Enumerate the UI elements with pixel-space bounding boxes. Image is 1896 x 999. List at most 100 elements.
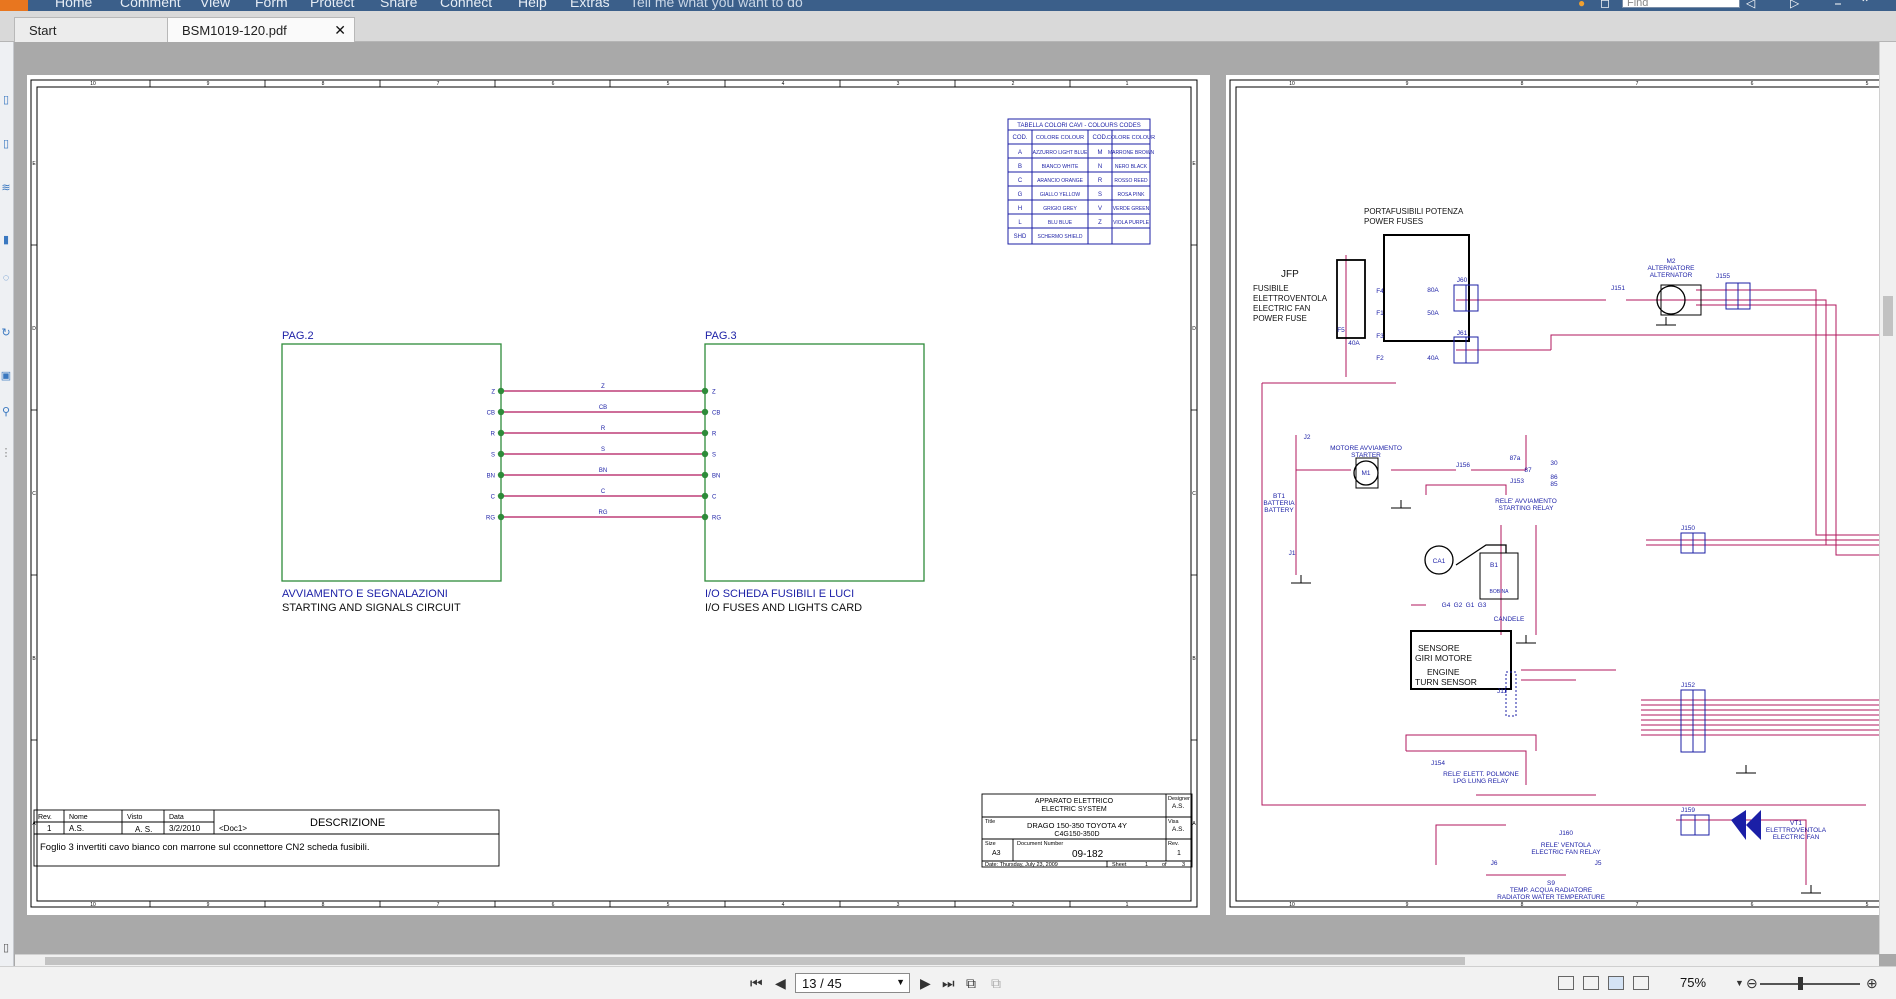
zoom-in-icon[interactable]: ⊕ — [1866, 975, 1878, 991]
last-page-icon[interactable]: ⏭ — [942, 975, 955, 991]
chevron-down-icon[interactable]: ▼ — [896, 977, 905, 987]
alternator-en: ALTERNATOR — [1650, 272, 1693, 279]
colour-cell: SCHERMO SHIELD — [1037, 234, 1082, 240]
connector-j152: J152 — [1681, 682, 1695, 689]
candele-label: CANDELE — [1494, 616, 1525, 623]
horizontal-scrollbar[interactable] — [15, 954, 1879, 966]
ruler-bottom-9: 9 — [207, 902, 210, 908]
fan-fuse-line2: ELETTROVENTOLA — [1253, 294, 1328, 303]
zoom-out-icon[interactable]: ⊖ — [1746, 975, 1758, 991]
file-menu-button[interactable] — [0, 0, 28, 11]
colour-cell: ROSA PINK — [1118, 192, 1146, 198]
previous-view-icon[interactable]: ⧉ — [966, 975, 976, 991]
zoom-slider-handle[interactable] — [1798, 977, 1803, 990]
ribbon-pin-icon[interactable]: ⎯ — [1835, 0, 1842, 10]
menu-view[interactable]: View — [200, 0, 231, 10]
zoom-level[interactable]: 75% — [1680, 975, 1707, 990]
colour-header-colour-1: COLORE COLOUR — [1036, 135, 1084, 141]
tips-icon[interactable]: ● — [1578, 0, 1586, 10]
fuse-label-f2: F2 — [1376, 355, 1384, 362]
fuse-rating-40a: 40A — [1427, 355, 1439, 362]
relay-pin-86: 86 — [1550, 474, 1558, 481]
pin-left-r — [497, 429, 505, 437]
previous-page-icon[interactable]: ◀ — [775, 975, 786, 991]
menu-share[interactable]: Share — [380, 0, 418, 10]
rev-value-data: 3/2/2010 — [169, 824, 201, 833]
menu-protect[interactable]: Protect — [310, 0, 355, 10]
pin-left-z — [497, 387, 505, 395]
ruler-bottom-6: 6 — [552, 902, 555, 908]
pin-right-s — [701, 450, 709, 458]
status-bar: ⏮ ◀ 13 / 45 ▼ ▶ ⏭ ⧉ ⧉ 75% ▼ ⊖ ⊕ — [0, 966, 1896, 999]
layers-icon[interactable]: ≋ — [1, 182, 11, 194]
menu-form[interactable]: Form — [255, 0, 288, 10]
continuous-facing-icon[interactable] — [1633, 976, 1649, 990]
colour-cell: M — [1098, 150, 1103, 156]
single-page-icon[interactable] — [1558, 976, 1574, 990]
hand-tool-icon[interactable]: ▯ — [2, 94, 10, 106]
comments-icon[interactable]: ◌ — [2, 272, 10, 284]
menu-home[interactable]: Home — [55, 0, 93, 10]
document-viewport[interactable]: 10 9 8 7 6 5 4 3 2 1 10 9 8 7 6 5 4 — [15, 42, 1879, 954]
zoom-dropdown-icon[interactable]: ▼ — [1735, 978, 1744, 988]
ruler-top-8: 8 — [322, 81, 325, 87]
ruler-bottom-8: 8 — [322, 902, 325, 908]
pin-label-left-rg: RG — [486, 516, 495, 522]
alternator-it: ALTERNATORE — [1648, 265, 1696, 272]
navigation-sidebar: ▯ ▯ ≋ ▮ ◌ ↻ ▣ ⚲ ⋮ ▯ — [0, 42, 14, 966]
menu-extras[interactable]: Extras — [570, 0, 610, 10]
continuous-page-icon[interactable] — [1583, 976, 1599, 990]
vertical-scrollbar[interactable] — [1879, 42, 1896, 954]
connector-outlines — [1453, 282, 1751, 836]
menu-help[interactable]: Help — [518, 0, 547, 10]
next-page-icon[interactable]: ▶ — [920, 975, 931, 991]
tab-document[interactable]: BSM1019-120.pdf ✕ — [167, 17, 355, 42]
page-number-input[interactable]: 13 / 45 ▼ — [795, 973, 910, 993]
lock-icon[interactable]: ▣ — [0, 370, 12, 382]
menu-connect[interactable]: Connect — [440, 0, 493, 10]
search-icon[interactable]: ⚲ — [1, 406, 11, 418]
bookmarks-icon[interactable]: ▯ — [2, 138, 10, 150]
settings-icon[interactable]: ◻ — [1600, 0, 1610, 10]
colour-cell: C — [1018, 178, 1023, 184]
facing-pages-icon[interactable] — [1608, 976, 1624, 990]
first-page-icon[interactable]: ⏮ — [750, 975, 763, 991]
coil-ref: B1 — [1490, 562, 1498, 569]
search-next-icon[interactable]: ▷ — [1790, 0, 1800, 10]
sidebar-grip-icon[interactable]: ⋮ — [0, 447, 12, 459]
vertical-scroll-thumb[interactable] — [1883, 296, 1893, 336]
fuse-label-f3: F3 — [1376, 333, 1384, 340]
colour-cell: Z — [1098, 220, 1102, 226]
ruler-bottom-3: 3 — [897, 902, 900, 908]
colour-codes-table — [1007, 118, 1151, 245]
pin-label-right-r: R — [712, 432, 717, 438]
ruler-right-c: C — [1192, 491, 1196, 497]
panel-toggle-icon[interactable]: ▯ — [2, 942, 10, 954]
menu-comment[interactable]: Comment — [120, 0, 181, 10]
block-pag3 — [704, 343, 925, 582]
tab-start[interactable]: Start — [14, 17, 168, 42]
block-pag2-title-it: AVVIAMENTO E SEGNALAZIONI — [282, 588, 448, 600]
zoom-slider[interactable] — [1760, 977, 1860, 990]
next-view-icon[interactable]: ⧉ — [991, 975, 1001, 991]
find-input[interactable]: Find — [1622, 0, 1740, 9]
ribbon-collapse-icon[interactable]: ⌃ — [1860, 0, 1871, 10]
colour-cell: N — [1098, 164, 1102, 170]
block-pag2-title-en: STARTING AND SIGNALS CIRCUIT — [282, 602, 461, 614]
lpg-relay-it: RELE' ELETT. POLMONE — [1443, 771, 1519, 778]
tell-me-search[interactable]: Tell me what you want to do — [630, 0, 803, 10]
fuse-rating-80a: 80A — [1427, 287, 1439, 294]
engine-sensor-line1: SENSORE — [1418, 643, 1460, 653]
pin-right-z — [701, 387, 709, 395]
pin-label-left-bn: BN — [487, 474, 495, 480]
horizontal-scroll-thumb[interactable] — [45, 957, 1465, 965]
connector-j153: J153 — [1510, 478, 1524, 485]
power-fuses-en: POWER FUSES — [1364, 217, 1423, 226]
alternator-ref: M2 — [1666, 258, 1675, 265]
colour-cell: BIANCO WHITE — [1042, 164, 1079, 170]
search-prev-icon[interactable]: ◁ — [1746, 0, 1756, 10]
close-icon[interactable]: ✕ — [334, 22, 346, 38]
link-icon[interactable]: ↻ — [1, 327, 11, 339]
pin-label-left-c: C — [491, 495, 496, 501]
attachments-icon[interactable]: ▮ — [2, 234, 10, 246]
